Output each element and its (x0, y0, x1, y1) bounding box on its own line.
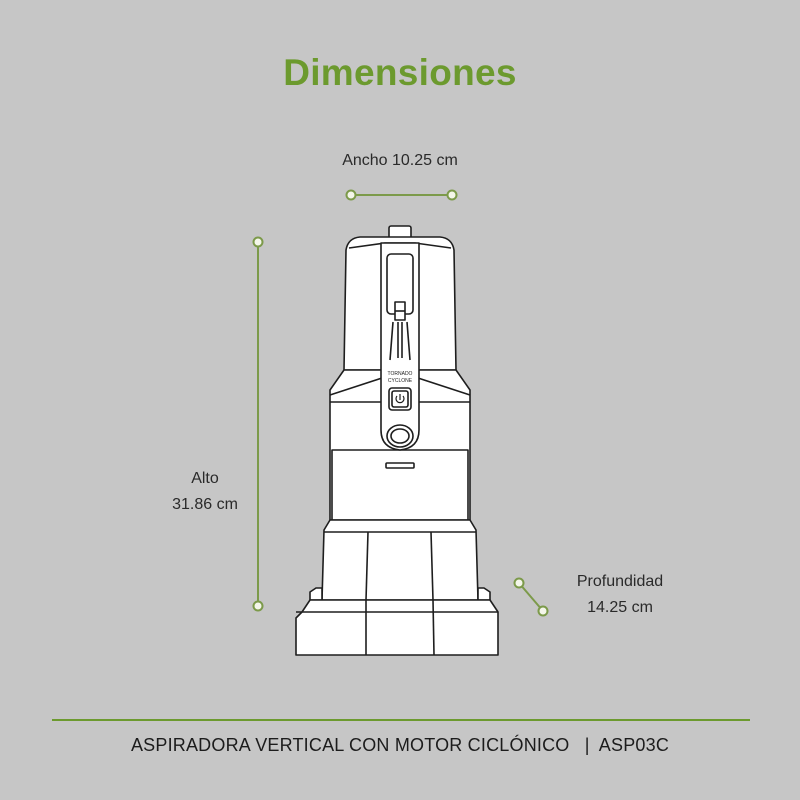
product-caption: ASPIRADORA VERTICAL CON MOTOR CICLÓNICO … (0, 735, 800, 756)
power-icon (395, 394, 405, 404)
model-number: ASP03C (598, 735, 670, 755)
width-dimension-text: Ancho 10.25 cm (342, 152, 458, 169)
speed-slider (389, 301, 411, 361)
width-label: Ancho 10.25 cm (300, 148, 500, 174)
depth-label: Profundidad 14.25 cm (545, 569, 695, 621)
caption-separator: | (584, 735, 590, 755)
vacuum-illustration: TORNADO CYCLONE (295, 225, 499, 656)
width-dimension-line (345, 189, 458, 201)
depth-dimension-line (513, 577, 549, 617)
height-dimension-name: Alto (191, 470, 219, 487)
height-label: Alto 31.86 cm (150, 466, 260, 518)
height-dimension-line (252, 236, 264, 612)
depth-dimension-name: Profundidad (576, 573, 664, 590)
footer-divider (52, 719, 750, 721)
bin-latch (385, 462, 415, 469)
svg-text:TORNADO: TORNADO (388, 371, 413, 377)
svg-text:CYCLONE: CYCLONE (388, 378, 413, 384)
depth-dimension-value: 14.25 cm (587, 599, 653, 616)
product-name: ASPIRADORA VERTICAL CON MOTOR CICLÓNICO (130, 735, 570, 755)
page-title: Dimensiones (283, 52, 517, 93)
base-foot (295, 599, 499, 656)
dust-bin (331, 449, 469, 521)
height-dimension-value: 31.86 cm (172, 496, 238, 513)
